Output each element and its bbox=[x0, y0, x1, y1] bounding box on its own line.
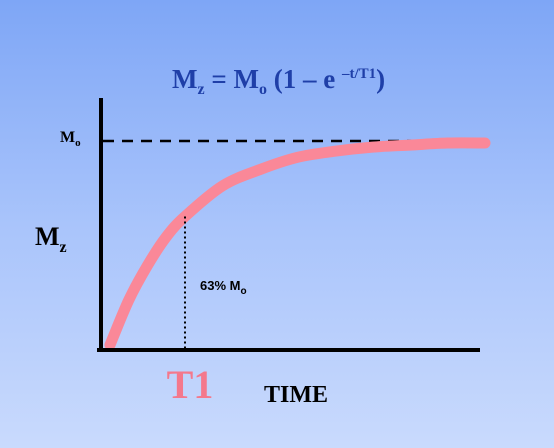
t1-label: T1 bbox=[167, 362, 214, 407]
mz-recovery-curve bbox=[104, 137, 491, 351]
chart-title: Mz = Mo (1 – e –t/T1) bbox=[172, 64, 385, 98]
asymptote-label: Mo bbox=[60, 129, 81, 149]
x-axis-label: TIME bbox=[264, 382, 328, 408]
t1-annotation: 63% Mo bbox=[200, 278, 247, 297]
y-axis-label: Mz bbox=[35, 222, 67, 256]
